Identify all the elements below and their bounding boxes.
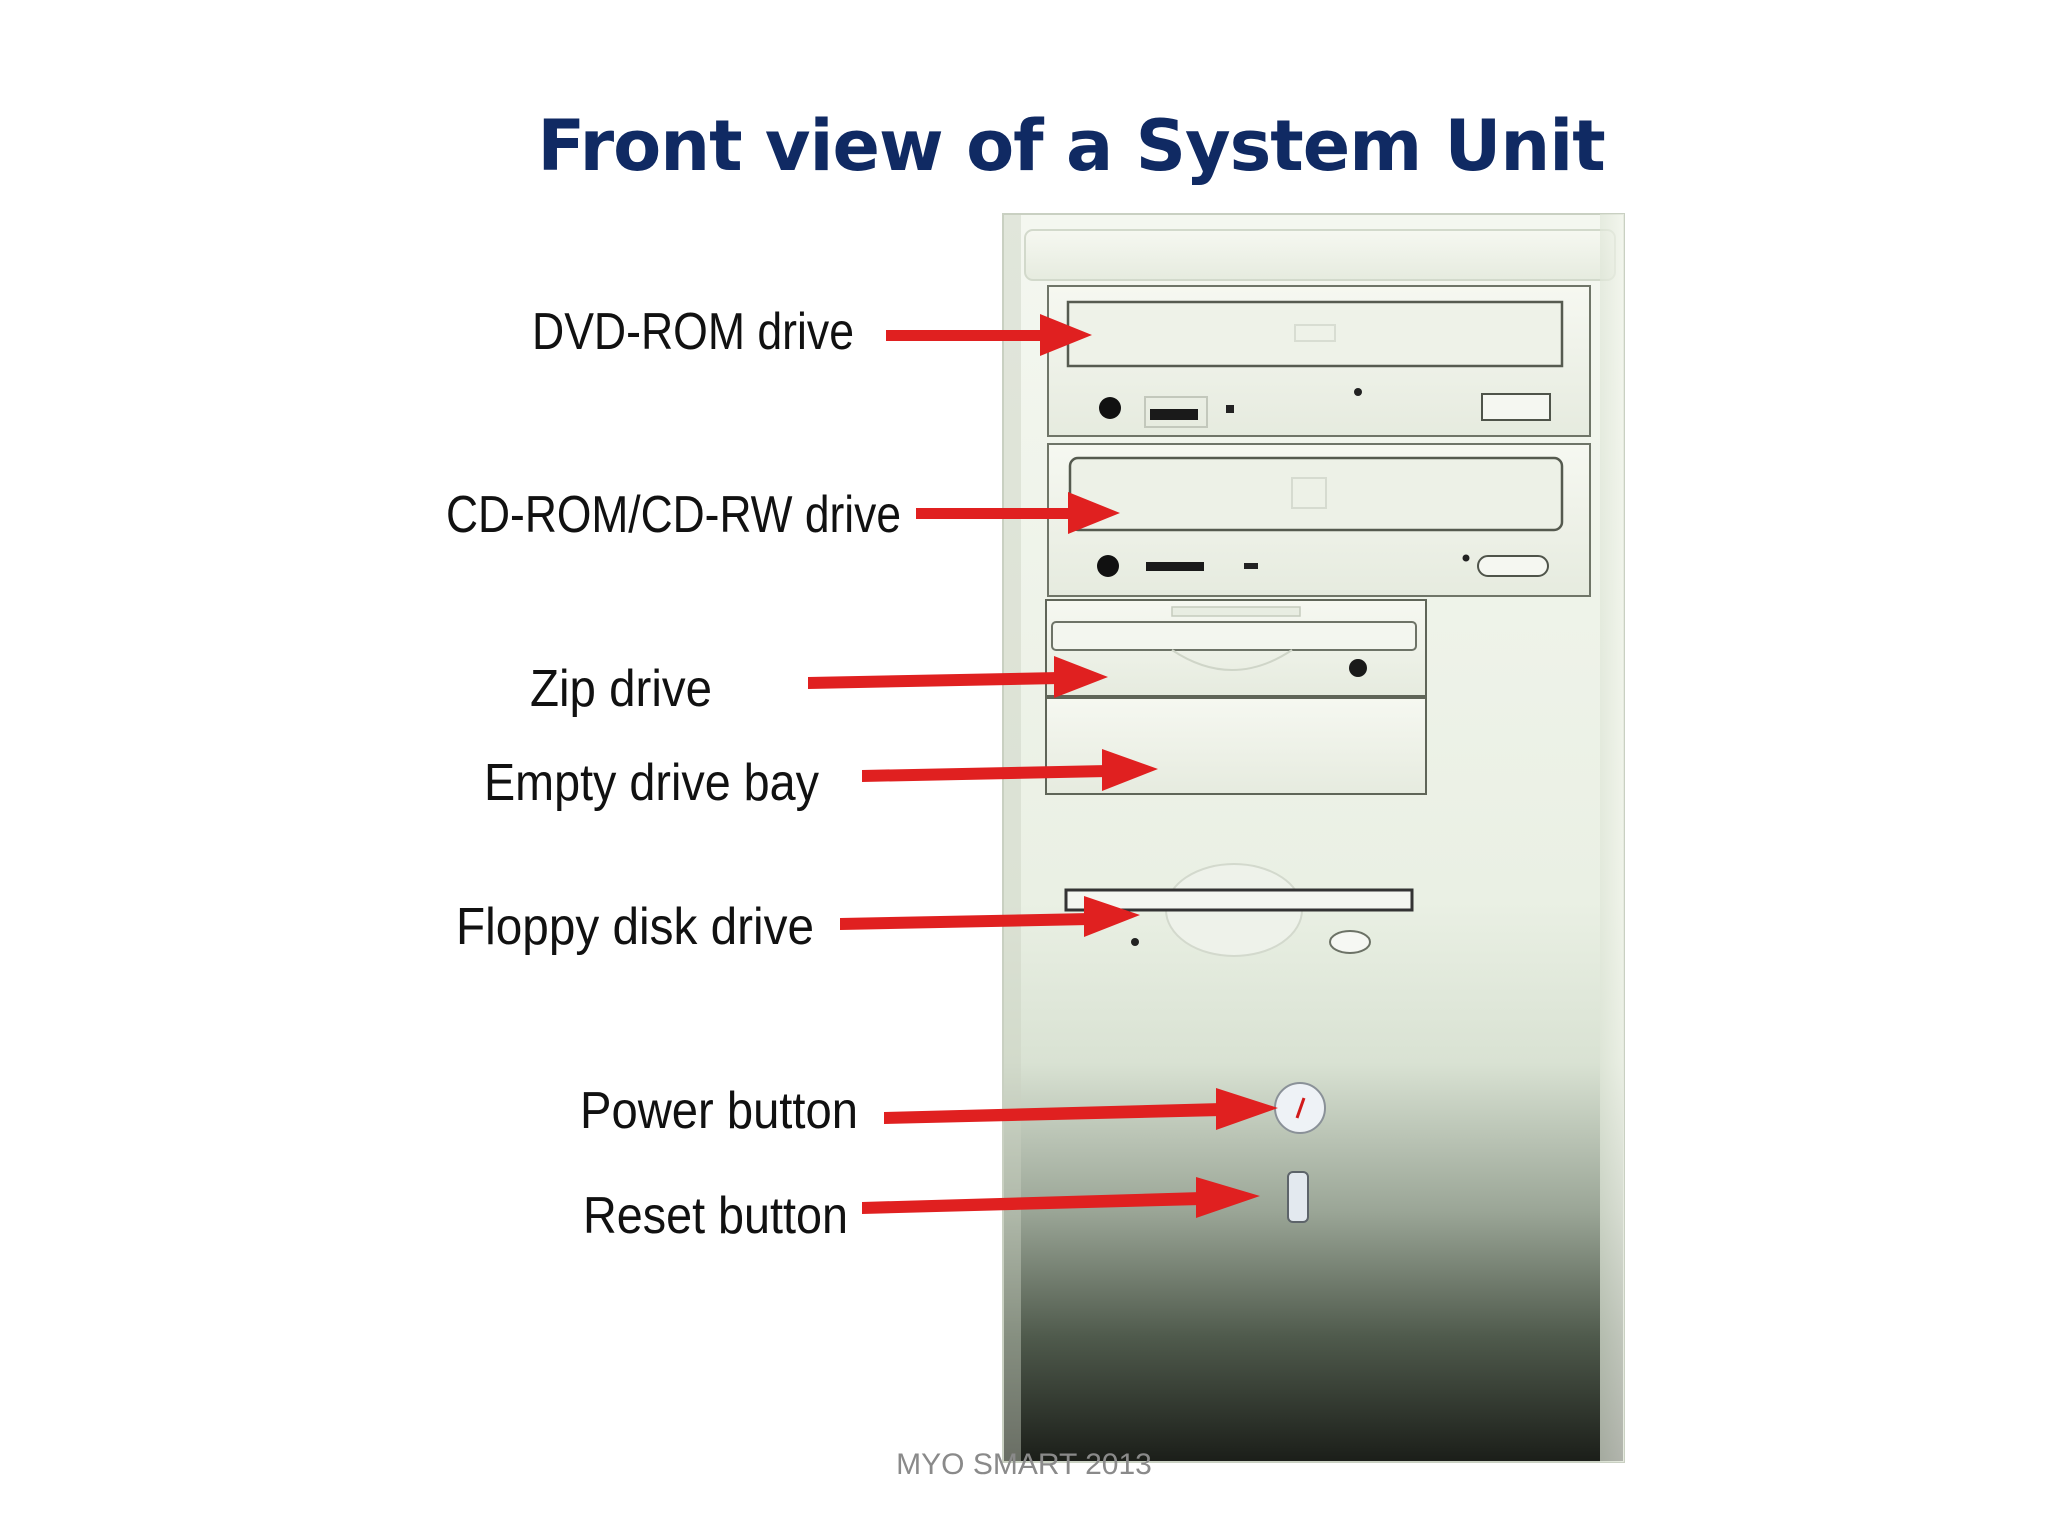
cdrw-led bbox=[1244, 563, 1258, 569]
cdrw-emergency-eject bbox=[1463, 555, 1470, 562]
dvd-headphone-jack bbox=[1099, 397, 1121, 419]
cdrw-tray bbox=[1070, 458, 1562, 530]
label-dvd-rom-drive: DVD-ROM drive bbox=[532, 303, 854, 361]
label-cd-rom-cd-rw-drive: CD-ROM/CD-RW drive bbox=[446, 486, 901, 544]
floppy-slot bbox=[1066, 890, 1412, 910]
dvd-eject-button bbox=[1482, 394, 1550, 420]
floppy-eject-button bbox=[1330, 931, 1370, 953]
case-left-shadow bbox=[1003, 214, 1021, 1462]
dvd-led bbox=[1226, 405, 1234, 413]
cdrw-volume-slot bbox=[1146, 562, 1204, 571]
label-power-button: Power button bbox=[580, 1082, 858, 1140]
arrow-floppy-disk-drive bbox=[840, 896, 1140, 937]
slide-footer: MYO SMART 2013 bbox=[0, 1448, 2048, 1482]
label-floppy-disk-drive: Floppy disk drive bbox=[456, 898, 814, 956]
cdrw-eject-button bbox=[1478, 556, 1548, 576]
zip-drive bbox=[1046, 600, 1426, 696]
dvd-rom-drive bbox=[1048, 286, 1590, 436]
zip-top-tab bbox=[1172, 607, 1300, 616]
case-side-edge bbox=[1600, 214, 1624, 1462]
floppy-led bbox=[1131, 938, 1139, 946]
reset-button bbox=[1288, 1172, 1308, 1222]
case-top-lip bbox=[1025, 230, 1615, 280]
cd-rom-cd-rw-drive bbox=[1048, 444, 1590, 596]
callout-labels: DVD-ROM drive CD-ROM/CD-RW drive Zip dri… bbox=[446, 303, 901, 1245]
label-empty-drive-bay: Empty drive bay bbox=[484, 754, 819, 812]
power-button bbox=[1275, 1083, 1325, 1133]
cdrw-headphone-jack bbox=[1097, 555, 1119, 577]
dvd-emergency-eject bbox=[1354, 388, 1362, 396]
reset-button-rect bbox=[1288, 1172, 1308, 1222]
zip-eject-button bbox=[1349, 659, 1367, 677]
zip-slot bbox=[1052, 622, 1416, 650]
dvd-volume-slot bbox=[1150, 409, 1198, 420]
dvd-tray bbox=[1068, 302, 1562, 366]
label-zip-drive: Zip drive bbox=[530, 660, 712, 718]
arrow-zip-drive bbox=[808, 656, 1108, 698]
label-reset-button: Reset button bbox=[583, 1187, 848, 1245]
